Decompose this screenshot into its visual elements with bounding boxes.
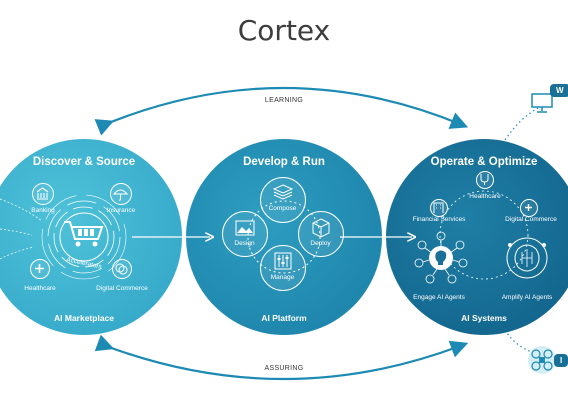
dotted-link-bottom	[504, 329, 533, 353]
item-engage-ai-agents: Engage AI Agents	[413, 294, 465, 301]
compose-node: Compose	[260, 177, 306, 223]
cube-icon	[312, 218, 330, 238]
item-amplify-ai-agents: Amplify AI Agents	[501, 294, 553, 301]
deploy-node: Deploy	[298, 211, 344, 257]
design-node: Design	[222, 211, 268, 257]
building-icon	[430, 199, 448, 217]
badge-top: W	[550, 84, 568, 97]
deploy-label: Deploy	[310, 240, 331, 247]
circle-footer: AI Platform	[261, 313, 307, 323]
brain-circuit-icon	[506, 237, 548, 279]
shopping-cart-icon	[64, 221, 104, 247]
item-digital-commerce: Digital Commerce	[505, 216, 557, 223]
circle-title: Operate & Optimize	[430, 156, 538, 168]
item-insurance: Insurance	[106, 207, 136, 214]
assuring-label: ASSURING	[264, 365, 304, 372]
monitor-icon	[531, 93, 553, 113]
circle-title: Discover & Source	[32, 156, 136, 168]
sliders-icon	[274, 252, 292, 270]
coins-icon	[112, 259, 132, 279]
drone-icon	[528, 346, 556, 374]
umbrella-icon	[110, 183, 132, 205]
learning-label: LEARNING	[264, 97, 304, 104]
operate-optimize-circle: Operate & Optimize Healthcare Financial …	[386, 139, 568, 335]
image-icon	[235, 220, 255, 236]
design-label: Design	[234, 240, 255, 247]
agent-head-icon	[414, 231, 468, 284]
item-financial-services: Financial Services	[412, 216, 466, 223]
manage-label: Manage	[270, 274, 295, 281]
page-title: Cortex	[237, 14, 331, 47]
item-healthcare: Healthcare	[469, 193, 501, 200]
circle-footer: AI Marketplace	[54, 313, 114, 323]
accelerator-rings	[0, 194, 127, 280]
learning-arrow	[94, 86, 469, 136]
compose-label: Compose	[268, 205, 297, 212]
systems-ring	[439, 190, 529, 280]
badge-bottom: I	[554, 354, 568, 367]
item-healthcare: Healthcare	[24, 285, 56, 292]
circle-footer: AI Systems	[461, 313, 507, 323]
item-digital-commerce: Digital Commerce	[96, 285, 148, 292]
bank-icon	[32, 183, 54, 205]
stethoscope-icon	[476, 171, 494, 189]
layers-icon	[273, 184, 293, 200]
item-banking: Banking	[31, 207, 55, 214]
circle-title: Develop & Run	[243, 156, 325, 168]
plus-icon	[520, 199, 538, 217]
assuring-arrow	[94, 334, 469, 381]
plus-icon	[30, 259, 50, 279]
manage-node: Manage	[260, 245, 306, 291]
